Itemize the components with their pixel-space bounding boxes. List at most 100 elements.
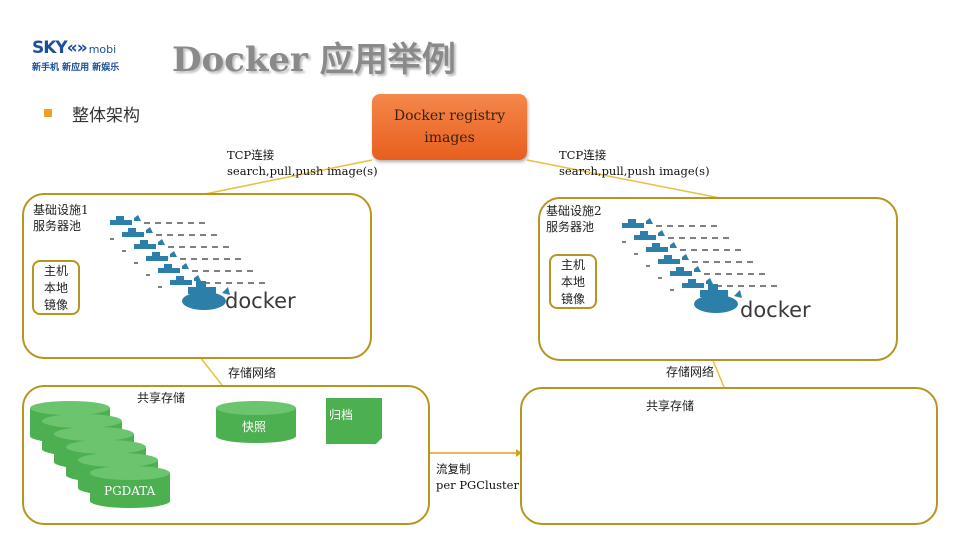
pool-2-name: 基础设施2 bbox=[546, 204, 602, 218]
container-block bbox=[670, 271, 692, 276]
slide-title: Docker 应用举例 bbox=[172, 40, 456, 80]
host-images-text: 主机 bbox=[43, 264, 68, 278]
storage-network-label-right: 存储网络 bbox=[666, 365, 715, 379]
container-tail bbox=[134, 215, 141, 221]
container-block bbox=[140, 240, 148, 244]
container-tail bbox=[658, 230, 665, 236]
container-block bbox=[640, 231, 648, 235]
container-block bbox=[628, 219, 636, 223]
container-block bbox=[116, 216, 124, 220]
container-tail bbox=[706, 278, 713, 284]
docker-stack-svg-2 bbox=[622, 218, 782, 313]
pgdata-label-2: PGDATA bbox=[613, 484, 665, 498]
docker-whale-containers bbox=[188, 287, 216, 294]
storage-net-line-right bbox=[711, 357, 725, 388]
container-tail bbox=[682, 254, 689, 260]
pool-1-type: 服务器池 bbox=[33, 219, 82, 233]
container-block bbox=[110, 220, 132, 225]
host-images-text: 本地 bbox=[560, 275, 585, 289]
docker-container-icon bbox=[134, 251, 246, 264]
docker-container-icon bbox=[122, 239, 234, 252]
archive-label-1: 归档 bbox=[329, 408, 354, 422]
docker-container-icon bbox=[158, 275, 270, 288]
logo-brand: SKY bbox=[32, 38, 68, 58]
host-images-text: 镜像 bbox=[43, 298, 68, 312]
cylinder-top bbox=[90, 466, 170, 480]
docker-stack-svg-1 bbox=[110, 215, 270, 310]
container-block bbox=[170, 280, 192, 285]
server-pool-2 bbox=[538, 197, 898, 361]
pool-1-label: 基础设施1 服务器池 bbox=[33, 202, 89, 234]
tcp-ops-right: search,pull,push image(s) bbox=[559, 164, 710, 178]
archive-label-2: 归档 bbox=[822, 420, 847, 434]
pgdata-label-1: PGDATA bbox=[104, 484, 156, 498]
container-block bbox=[646, 247, 668, 252]
docker-whale-containers bbox=[196, 281, 206, 287]
snapshot-label-2: 快照 bbox=[725, 428, 750, 442]
docker-container-icon bbox=[622, 230, 734, 243]
container-block bbox=[688, 279, 696, 283]
tcp-label-right: TCP连接 search,pull,push image(s) bbox=[559, 147, 710, 179]
shared-storage-1-label: 共享存储 bbox=[137, 391, 186, 405]
container-block bbox=[634, 235, 656, 240]
pool-2-label: 基础设施2 服务器池 bbox=[546, 203, 602, 235]
cylinder-bottom bbox=[90, 494, 170, 508]
container-block bbox=[158, 268, 180, 273]
container-tail bbox=[158, 239, 165, 245]
docker-logo-text: docker bbox=[740, 298, 811, 322]
docker-container-icon bbox=[694, 284, 742, 313]
docker-whale-tail bbox=[222, 287, 230, 295]
container-tail bbox=[646, 218, 653, 224]
container-block bbox=[676, 267, 684, 271]
pgdata-cylinder bbox=[90, 466, 170, 508]
logo-chevrons-icon: «» bbox=[66, 38, 88, 58]
container-block bbox=[682, 283, 704, 288]
cylinder-bottom bbox=[216, 429, 296, 443]
docker-registry-box: Docker registry images bbox=[372, 94, 527, 160]
snapshot-cylinder-1 bbox=[216, 401, 296, 443]
cylinder-top bbox=[78, 453, 158, 467]
docker-container-icon bbox=[622, 218, 722, 228]
cylinder-top bbox=[66, 440, 146, 454]
cylinder-top bbox=[54, 427, 134, 441]
docker-logo-text: docker bbox=[225, 289, 296, 313]
container-tail bbox=[182, 263, 189, 269]
replication-scope: per PGCluster bbox=[436, 478, 519, 492]
registry-line2: images bbox=[424, 130, 475, 146]
docker-container-icon bbox=[146, 263, 258, 276]
container-block bbox=[652, 243, 660, 247]
cylinder-top bbox=[216, 401, 296, 415]
company-logo: SKY«»mobi bbox=[32, 38, 116, 58]
replication-arrow-head bbox=[516, 449, 522, 457]
container-block bbox=[164, 264, 172, 268]
host-images-text: 本地 bbox=[43, 281, 68, 295]
docker-container-icon bbox=[110, 227, 222, 240]
docker-container-icon bbox=[658, 266, 770, 279]
container-block bbox=[122, 232, 144, 237]
snapshot-label-1: 快照 bbox=[242, 420, 267, 434]
tcp-title-right: TCP连接 bbox=[559, 148, 607, 162]
replication-label: 流复制 per PGCluster bbox=[436, 461, 519, 493]
host-local-images-1: 主机 本地 镜像 bbox=[32, 260, 80, 315]
container-tail bbox=[194, 275, 201, 281]
tcp-ops-left: search,pull,push image(s) bbox=[227, 164, 378, 178]
pool-1-name: 基础设施1 bbox=[33, 203, 89, 217]
docker-whale-tail bbox=[734, 290, 742, 298]
registry-line1: Docker registry bbox=[393, 108, 506, 124]
host-images-text: 镜像 bbox=[560, 292, 585, 306]
tcp-line-right bbox=[526, 159, 721, 199]
bullet-icon bbox=[44, 109, 52, 117]
shared-storage-2 bbox=[520, 387, 938, 525]
docker-container-icon bbox=[110, 215, 210, 225]
pool-2-type: 服务器池 bbox=[546, 220, 595, 234]
docker-container-icon bbox=[182, 281, 230, 310]
cylinder-top bbox=[30, 401, 110, 415]
docker-container-icon bbox=[634, 242, 746, 255]
container-block bbox=[128, 228, 136, 232]
docker-container-icon bbox=[646, 254, 758, 267]
container-block bbox=[664, 255, 672, 259]
container-tail bbox=[670, 242, 677, 248]
tcp-label-left: TCP连接 search,pull,push image(s) bbox=[227, 147, 378, 179]
cylinder-top bbox=[42, 414, 122, 428]
